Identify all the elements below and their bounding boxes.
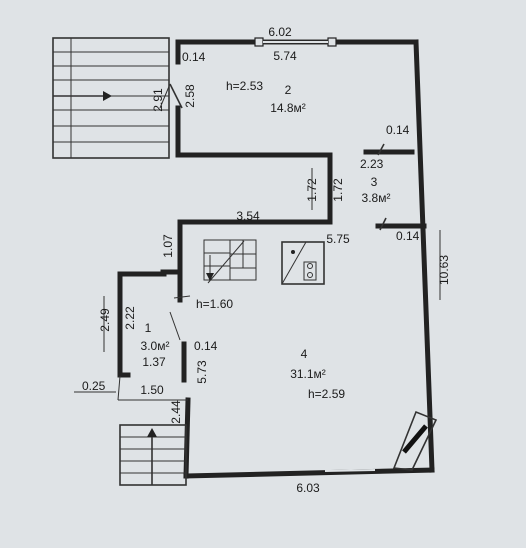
dim-wall-014-d: 0.14 bbox=[194, 339, 218, 353]
dim-top-inner: 5.74 bbox=[273, 49, 297, 63]
stair-break-line bbox=[207, 240, 245, 284]
door-swing bbox=[379, 217, 387, 231]
room3-area: 3.8м² bbox=[362, 191, 391, 205]
bottom-stair-outline bbox=[119, 424, 187, 486]
dim-wall-014-c: 0.14 bbox=[396, 229, 420, 243]
room2-number: 2 bbox=[285, 83, 292, 97]
top-stair-arrow-icon bbox=[103, 91, 112, 101]
door-swing bbox=[377, 143, 385, 156]
dim-wall-014-a: 0.14 bbox=[182, 50, 206, 64]
room1-number: 1 bbox=[145, 321, 152, 335]
interior-staircase bbox=[203, 239, 257, 284]
door-swing bbox=[169, 311, 181, 341]
door-swing bbox=[169, 83, 183, 109]
dim-corr-172-b: 1.72 bbox=[331, 178, 345, 202]
dim-v-222: 2.22 bbox=[123, 306, 137, 330]
dim-inner-575: 5.75 bbox=[326, 232, 350, 246]
window-mark bbox=[327, 37, 337, 47]
room4-number: 4 bbox=[301, 347, 308, 361]
dim-wall-014-b: 0.14 bbox=[386, 123, 410, 137]
interior-stair-arrow-icon bbox=[206, 273, 214, 281]
bottom-wall bbox=[183, 467, 435, 479]
top-stair-outline bbox=[52, 37, 170, 159]
dim-v-244: 2.44 bbox=[169, 400, 183, 424]
room1-area: 3.0м² bbox=[141, 339, 170, 353]
outer-walls bbox=[117, 37, 435, 479]
room2-area: 14.8м² bbox=[270, 101, 306, 115]
bottom-staircase bbox=[119, 424, 187, 486]
dim-h-150: 1.50 bbox=[140, 383, 164, 397]
room4-height: h=2.59 bbox=[308, 387, 345, 401]
window-mark bbox=[254, 37, 264, 47]
dim-w-025: 0.25 bbox=[82, 379, 106, 393]
room4-area: 31.1м² bbox=[290, 367, 326, 381]
dim-corr-172-a: 1.72 bbox=[305, 178, 319, 202]
room2-height: h=2.53 bbox=[226, 79, 263, 93]
stair-height: h=1.60 bbox=[196, 297, 233, 311]
dim-left-291: 2.91 bbox=[151, 88, 165, 112]
top-staircase bbox=[52, 37, 170, 159]
dim-top-outer: 6.02 bbox=[268, 25, 292, 39]
room1-wall bbox=[117, 271, 167, 378]
boiler-icon bbox=[392, 410, 438, 471]
dim-v-249: 2.49 bbox=[98, 308, 112, 332]
dim-v-107: 1.07 bbox=[161, 234, 175, 258]
dim-right-1063: 10.63 bbox=[437, 255, 451, 285]
bottom-stair-arrow-icon bbox=[147, 428, 157, 437]
dim-v-573: 5.73 bbox=[195, 360, 209, 384]
dim-inner-354: 3.54 bbox=[236, 209, 260, 223]
dim-h-137: 1.37 bbox=[142, 355, 166, 369]
right-wall bbox=[413, 39, 435, 473]
dim-bottom-603: 6.03 bbox=[296, 481, 320, 495]
stove-icon bbox=[281, 241, 325, 285]
dim-room3-width: 2.23 bbox=[360, 157, 384, 171]
dim-left-258: 2.58 bbox=[183, 84, 197, 108]
room3-number: 3 bbox=[371, 175, 378, 189]
